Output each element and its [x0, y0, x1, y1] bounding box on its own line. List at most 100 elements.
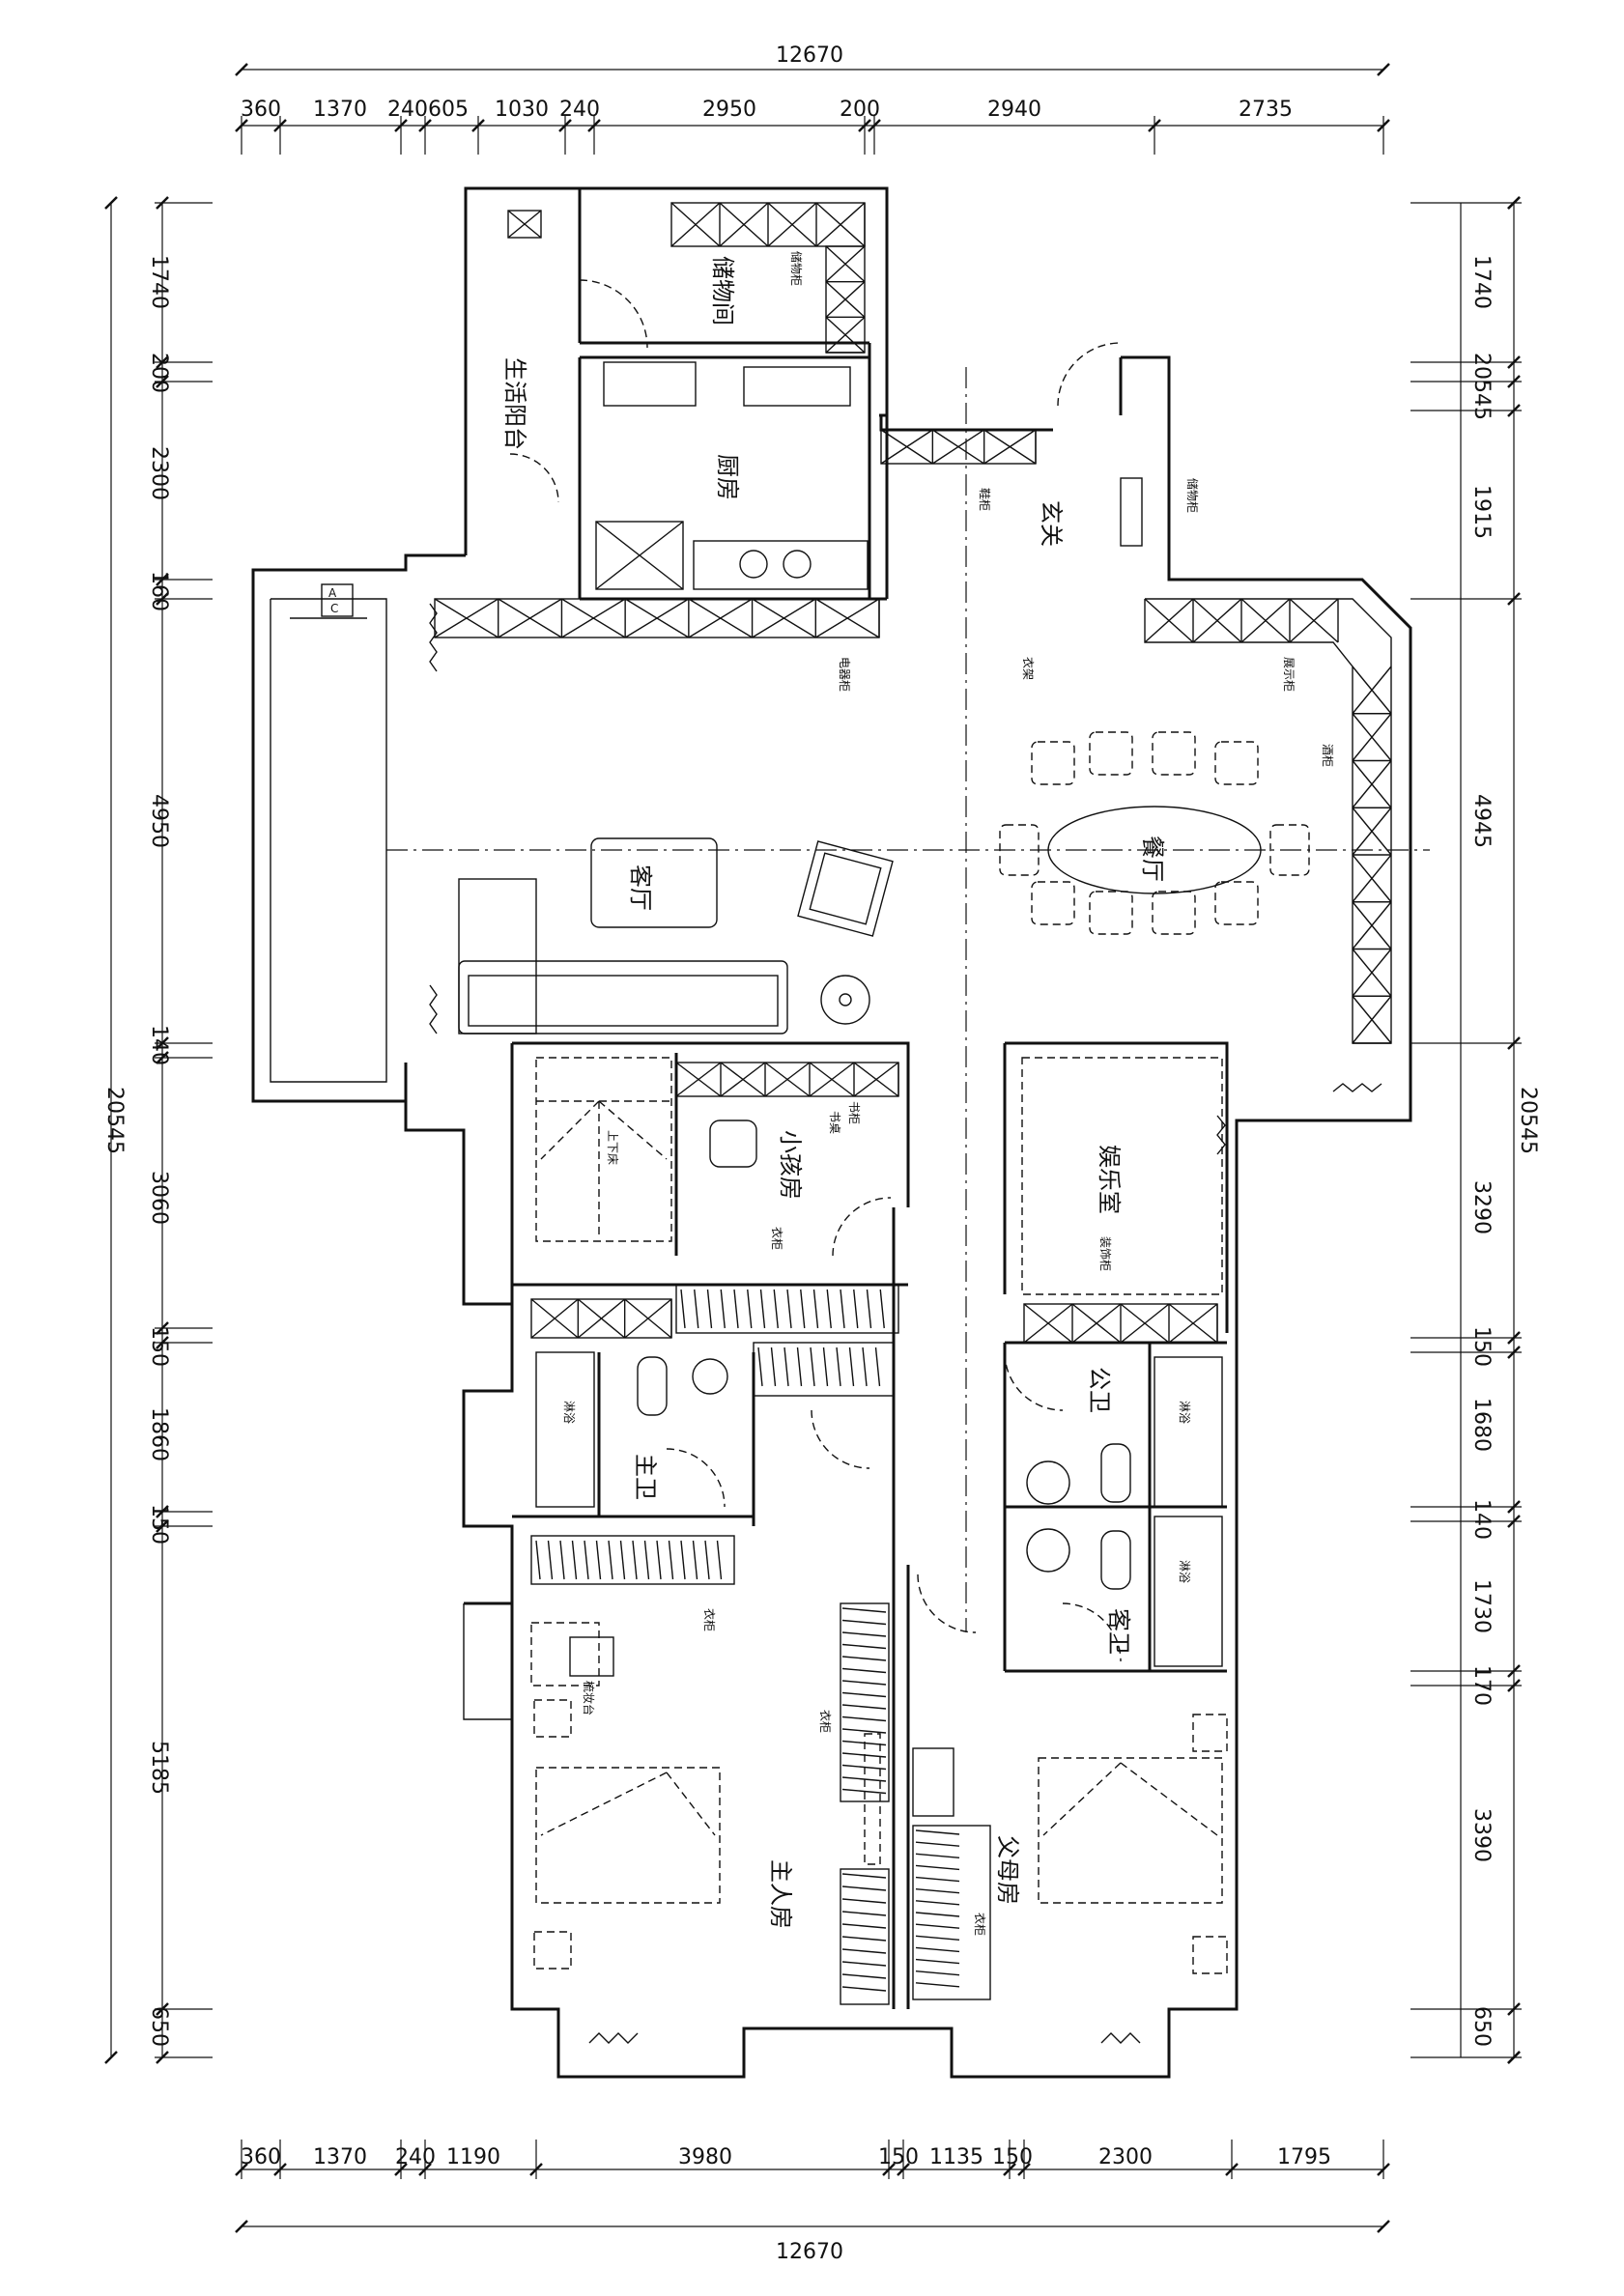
stove-icon [743, 366, 851, 407]
dimension-tick-mark [897, 2163, 910, 2176]
public-bath-label: 公卫 [1086, 1367, 1113, 1413]
dimension-tick-mark [418, 2163, 432, 2176]
dimension-tick-mark [156, 375, 169, 388]
hanger-icon [841, 1680, 887, 1686]
note-shower-2: 淋浴 [1178, 1401, 1191, 1424]
right-seg: 140 [1469, 1499, 1494, 1540]
note-wardrobe-2: 衣柜 [702, 1608, 717, 1631]
dining-chair-icon [1089, 731, 1133, 776]
cabinets [434, 202, 1392, 1992]
coffee-table-icon [590, 837, 718, 928]
hanger-icon [841, 1923, 887, 1929]
cabinet-hatch [880, 429, 933, 465]
hanger-icon [559, 1540, 565, 1580]
dimension-tick-mark [1507, 1331, 1521, 1345]
dining-chair-icon [1031, 741, 1075, 785]
hanger-icon [841, 1898, 887, 1904]
cabinet-hatch [1352, 713, 1392, 761]
kids-room-label: 小孩房 [777, 1130, 804, 1200]
hanger-icon [915, 1958, 960, 1965]
hanger-icon [841, 1948, 887, 1954]
dimension-tick-mark [587, 119, 601, 132]
hanger-icon [841, 1715, 887, 1722]
dimension-tick-mark [394, 2163, 408, 2176]
hanger-icon [841, 1961, 887, 1967]
dimension-tick-mark [273, 119, 287, 132]
dimension-tick-mark [1507, 1515, 1521, 1528]
hanger-icon [915, 1923, 960, 1929]
bottom-seg: 150 [992, 2145, 1033, 2169]
hanger-icon [547, 1540, 554, 1580]
dining-chair-icon [1031, 881, 1075, 925]
cabinet-hatch [931, 429, 985, 465]
note-cabinet-5: 展示柜 [1282, 657, 1296, 692]
cabinet-hatch [1192, 598, 1242, 643]
note-desk-2: 梳妆台 [582, 1681, 596, 1715]
nightstand-icon [533, 1699, 572, 1738]
hanger-icon [879, 1289, 885, 1329]
cabinet-hatch [530, 1298, 579, 1339]
center-axes [386, 367, 1430, 1632]
shower-icon [1154, 1356, 1223, 1508]
dining-chair-icon [1152, 731, 1196, 776]
hanger-icon [773, 1289, 779, 1329]
master-bed-icon [535, 1767, 721, 1904]
sofa-icon [458, 878, 537, 1035]
left-dimensions: 20545 1740 200 2300 160 4950 140 3060 15… [102, 196, 213, 2064]
bottom-dimensions: 12670 360 1370 240 1190 3980 150 1135 15… [235, 2140, 1390, 2264]
left-total: 20545 [102, 1087, 127, 1154]
master-bedroom-label: 主人房 [767, 1859, 794, 1929]
hanger-icon [747, 1289, 753, 1329]
left-seg: 160 [147, 571, 171, 611]
dimension-tick-mark [394, 119, 408, 132]
kids-wardrobe [675, 1284, 899, 1334]
cabinet-hatch [1352, 807, 1392, 856]
armchair-icon [797, 840, 894, 937]
hanger-icon [796, 1346, 803, 1387]
hanger-icon [759, 1289, 766, 1329]
basin-icon [692, 1358, 728, 1395]
hanger-icon [786, 1289, 792, 1329]
hanger-icon [668, 1540, 674, 1580]
right-seg: 4945 [1469, 794, 1494, 848]
top-seg: 200 [840, 98, 880, 122]
dining-chair-icon [999, 824, 1040, 876]
dining-chair-icon [1152, 891, 1196, 935]
dimension-tick-mark [1507, 375, 1521, 388]
dimension-tick-mark [156, 1036, 169, 1050]
bunk-bed-icon [535, 1057, 672, 1242]
bottom-seg: 1190 [446, 2145, 500, 2169]
hanger-icon [692, 1540, 698, 1580]
note-cabinet-8: 衣架 [1021, 657, 1036, 680]
cabinet-hatch [624, 1298, 672, 1339]
note-wardrobe-1: 衣柜 [770, 1227, 784, 1250]
bottom-seg: 240 [395, 2145, 436, 2169]
hanger-icon [720, 1289, 726, 1329]
hanger-icon [841, 1656, 887, 1661]
dimension-tick-mark [1507, 1679, 1521, 1692]
note-shower-3: 淋浴 [1178, 1560, 1191, 1583]
nightstand-icon [533, 1931, 572, 1970]
cabinet-hatch [825, 245, 866, 283]
cabinet-hatch [1168, 1303, 1218, 1344]
equip-c: C [330, 602, 338, 615]
left-seg: 3060 [147, 1171, 171, 1225]
annotations: 淋浴 淋浴 淋浴 衣柜 衣柜 衣柜 衣柜 书桌 梳妆台 储物柜 鞋柜 酒柜 储物… [562, 251, 1334, 1936]
bottom-seg: 1370 [313, 2145, 367, 2169]
right-total: 20545 [1516, 1087, 1540, 1154]
dimension-tick-mark [1507, 1036, 1521, 1050]
right-seg: 3390 [1469, 1808, 1494, 1862]
hanger-icon [826, 1289, 832, 1329]
note-bed-1: 上下床 [606, 1130, 619, 1165]
cabinet-hatch [767, 202, 817, 247]
dimension-tick-mark [1507, 196, 1521, 210]
bottom-seg: 1135 [929, 2145, 983, 2169]
top-seg: 240 [559, 98, 600, 122]
hanger-icon [841, 1667, 887, 1674]
dimension-tick-mark [156, 1051, 169, 1064]
hanger-icon [770, 1346, 777, 1387]
hanger-icon [915, 1982, 960, 1988]
cabinet-hatch [1144, 598, 1194, 643]
dimension-tick-mark [1507, 2051, 1521, 2064]
hanger-icon [643, 1540, 650, 1580]
